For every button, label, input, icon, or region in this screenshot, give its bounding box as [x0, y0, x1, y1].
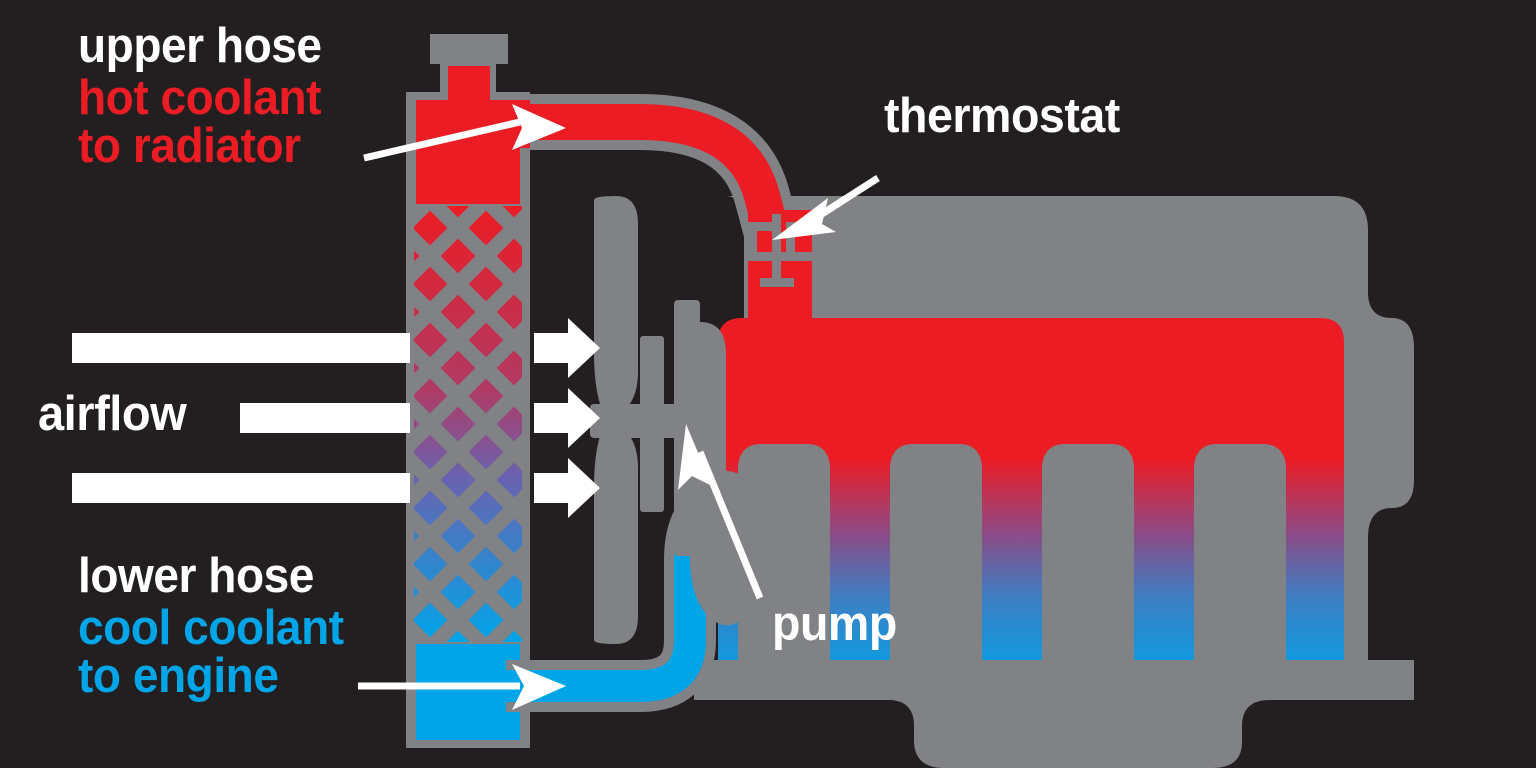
label-pump: pump — [772, 597, 903, 651]
airflow-bar-3 — [72, 473, 410, 503]
label-lower-hose-line2: cool coolant — [78, 601, 344, 656]
pump-pointer — [678, 424, 764, 600]
airflow-bar-1 — [72, 333, 410, 363]
engine-cylinders — [738, 444, 1286, 700]
label-airflow: airflow — [38, 387, 192, 441]
airflow-arrow-2 — [534, 388, 600, 448]
radiator-cap — [430, 34, 508, 64]
upper-hose-pointer — [363, 104, 566, 162]
label-upper-hose-line1: upper hose — [78, 19, 322, 73]
airflow-arrow-1 — [534, 318, 600, 378]
label-thermostat: thermostat — [884, 89, 1132, 143]
label-lower-hose-line3: to engine — [78, 649, 279, 704]
airflow-bar-2 — [240, 403, 410, 433]
airflow-arrow-3 — [534, 458, 600, 518]
airflow-arrows — [534, 318, 600, 518]
label-pump-text: pump — [772, 597, 897, 651]
label-upper-hose: upper hose hot coolant to radiator — [78, 19, 337, 174]
water-pump — [689, 470, 772, 626]
airflow-bars — [72, 333, 410, 503]
radiator-neck-fluid — [448, 66, 490, 106]
upper-hose — [490, 94, 818, 308]
label-thermostat-text: thermostat — [884, 89, 1120, 143]
label-lower-hose-line1: lower hose — [78, 549, 314, 603]
engine-water-jacket — [718, 318, 1344, 688]
cooling-fan — [590, 196, 710, 644]
label-lower-hose: lower hose cool coolant to engine — [78, 549, 361, 704]
label-upper-hose-line2: hot coolant — [78, 71, 322, 126]
label-airflow-text: airflow — [38, 387, 187, 441]
label-upper-hose-line3: to radiator — [78, 119, 301, 174]
engine-block — [694, 196, 1414, 768]
lower-hose-pointer — [358, 664, 566, 710]
radiator-core — [414, 206, 522, 642]
radiator — [406, 34, 530, 748]
thermostat-pointer — [772, 175, 880, 240]
upper-hose-fluid — [490, 104, 808, 305]
pointer-arrows — [358, 104, 880, 710]
